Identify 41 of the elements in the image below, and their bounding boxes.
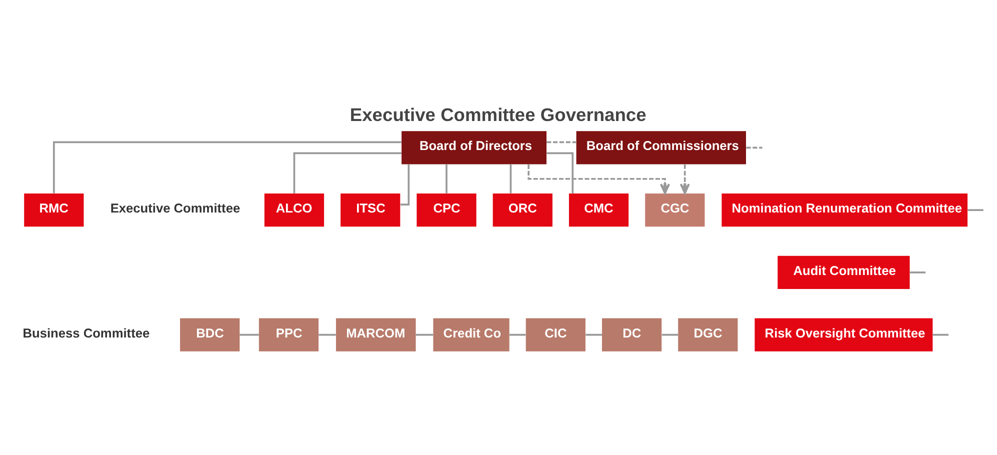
connector xyxy=(586,334,602,336)
node-box: Credit Co xyxy=(433,318,510,352)
label: Business Committee xyxy=(22,325,150,340)
connector xyxy=(662,334,678,336)
connector xyxy=(546,152,574,194)
connector xyxy=(240,334,259,336)
connector xyxy=(53,141,402,194)
node-box: Board of Commissioners xyxy=(576,131,746,164)
node-box: Nomination Renumeration Committee xyxy=(722,194,968,227)
node-box: BDC xyxy=(180,318,240,352)
connector xyxy=(400,164,410,206)
connector xyxy=(510,334,526,336)
node-box: CIC xyxy=(526,318,586,352)
node-box: RMC xyxy=(24,194,84,227)
node-box: ORC xyxy=(492,194,552,227)
connector xyxy=(746,146,762,149)
node-box: CGC xyxy=(645,194,705,227)
diagram-title: Executive Committee Governance xyxy=(350,104,646,126)
arrow xyxy=(680,164,690,194)
connector xyxy=(416,334,434,336)
arrow xyxy=(528,164,670,194)
node-box: ALCO xyxy=(264,194,324,227)
connector xyxy=(932,334,948,336)
node-box: MARCOM xyxy=(336,318,416,352)
node-box: Board of Directors xyxy=(402,131,546,164)
connector xyxy=(546,141,576,144)
node-box: Audit Committee xyxy=(778,256,910,289)
node-box: ITSC xyxy=(340,194,400,227)
node-box: Risk Oversight Committee xyxy=(754,318,933,352)
node-box: CPC xyxy=(416,194,476,227)
connector xyxy=(510,164,512,194)
connector xyxy=(446,164,448,194)
connector xyxy=(318,334,336,336)
connector xyxy=(293,152,402,194)
connector xyxy=(910,272,926,274)
node-box: PPC xyxy=(258,318,319,352)
node-box: DC xyxy=(602,318,662,352)
label: Executive Committee xyxy=(110,200,240,216)
node-box: CMC xyxy=(568,194,629,227)
node-box: DGC xyxy=(678,318,738,352)
connector xyxy=(968,209,984,211)
